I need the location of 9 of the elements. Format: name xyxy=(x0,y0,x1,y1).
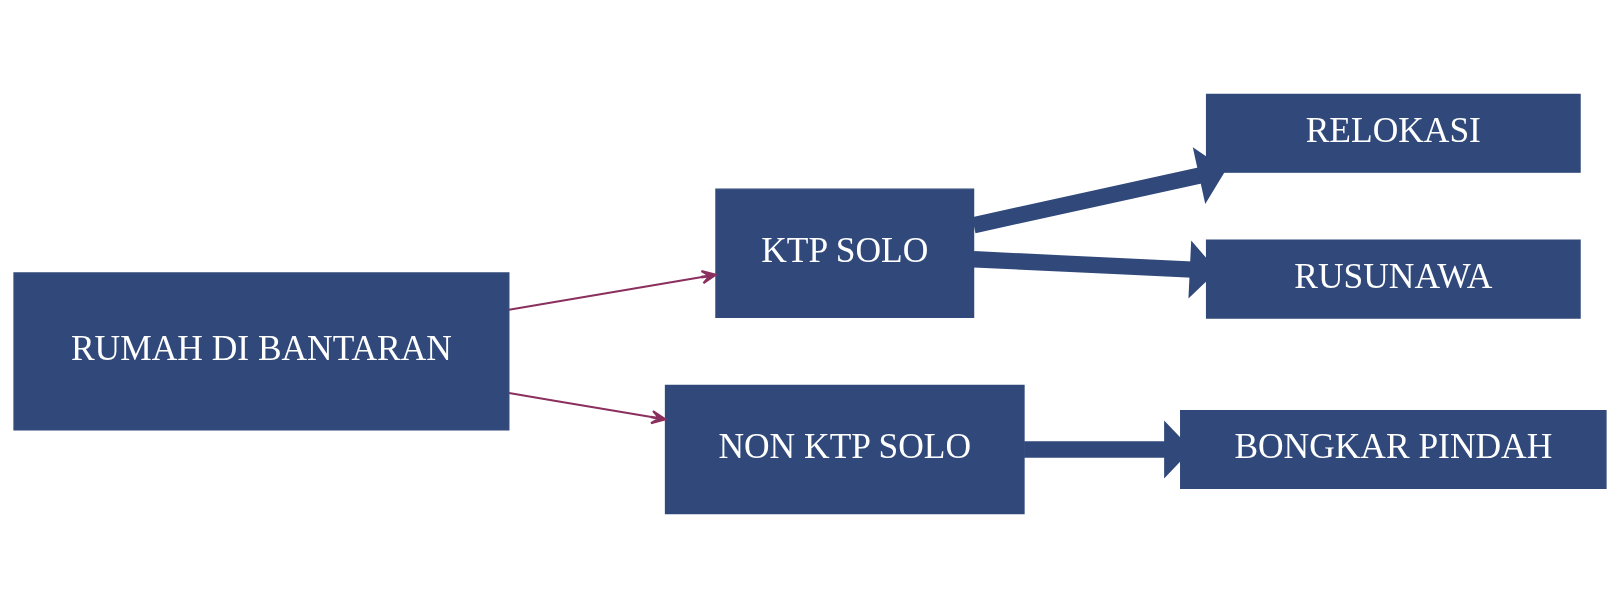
arrow xyxy=(972,147,1226,234)
node-box: NON KTP SOLO xyxy=(664,384,1025,515)
node-box: KTP SOLO xyxy=(715,188,975,318)
node-box: RELOKASI xyxy=(1205,93,1581,173)
node-box: BONGKAR PINDAH xyxy=(1180,409,1607,489)
node-box: RUSUNAWA xyxy=(1205,239,1581,319)
node-box: RUMAH DI BANTARAN xyxy=(13,272,510,431)
arrow xyxy=(508,391,667,425)
arrow xyxy=(508,270,717,311)
